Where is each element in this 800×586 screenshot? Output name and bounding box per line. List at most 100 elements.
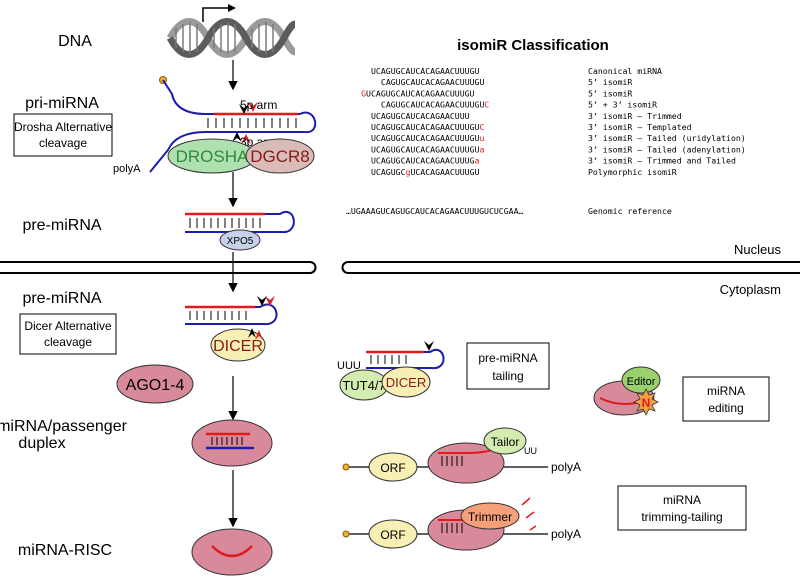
n-label: N [642,396,651,410]
transcription-start-icon [202,7,230,22]
polyA-trimmer-label: polyA [551,527,581,541]
isomir-row-6-sequence: UCAGUGCAUCACAGAACUUUGUC [371,122,484,132]
dgcr8-protein: DGCR8 [245,138,315,174]
isomir-table: UCAGUGCAUCACAGAACUUUGU Canonical miRNA CAG… [361,66,746,177]
isomir-row-1-label: Canonical miRNA [588,66,662,76]
isomir-row-4-mid: CAGUGCAUCACAGAACUUUGU [381,100,485,110]
isomir-row-6-mid: UCAGUGCAUCACAGAACUUUGU [371,122,480,132]
tut-protein: TUT4/7 [339,369,389,401]
stage-label-pre-mirna-cytoplasm: pre-miRNA [22,290,101,307]
xpo5-label: XPO5 [227,236,254,247]
drosha-protein: DROSHA [167,138,257,174]
isomir-row-10-sequence: UCAGUGCgUCACAGAACUUUGU [371,167,480,177]
ago-protein: AGO1-4 [116,364,194,404]
cap-icon [342,530,350,538]
isomir-row-3-mid: UCAGUGCAUCACAGAACUUUGU [366,88,475,98]
dicer-box-line1: Dicer Alternative [24,319,112,333]
isomir-row-3-pre: G [361,88,366,98]
isomir-row-7-suf: u [479,133,484,143]
stage-label-duplex-line1: miRNA/passenger [0,418,128,435]
stage-label-mirna-risc: miRNA-RISC [18,542,112,559]
isomir-row-7-sequence: UCAGUGCAUCACAGAACUUUGUu [371,133,484,143]
dicer2-protein: DICER [381,366,431,398]
tailing-box-line2: tailing [492,369,523,383]
isomir-row-2-label: 5’ isomiR [588,77,632,87]
editor-label: Editor [627,376,656,388]
isomir-row-1-sequence: UCAGUGCAUCACAGAACUUUGU [371,66,480,76]
tailor-label: Tailor [491,435,520,449]
isomir-row-9-mid: UCAGUGCAUCACAGAACUUUG [371,156,475,166]
isomir-row-7-mid: UCAGUGCAUCACAGAACUUUGU [371,133,480,143]
trimming-box-line1: miRNA [663,493,701,507]
arm-5p-label: 5p arm [240,98,277,112]
isomir-row-8-mid: UCAGUGCAUCACAGAACUUUGU [371,144,480,154]
isomir-row-5-sequence: UCAGUGCAUCACAGAACUUU [371,111,470,121]
mirna-trimming-tailing-box: miRNA trimming-tailing [617,485,747,531]
dicer-label: DICER [213,338,263,355]
uu-label: UU [524,446,537,456]
isomir-row-4-sequence: CAGUGCAUCACAGAACUUUGUC [381,100,490,110]
edited-nucleotide-star-icon [633,388,659,416]
isomir-row-4-suf: C [484,100,489,110]
isomir-row-6-label: 3’ isomiR – Templated [588,122,692,132]
polyA-pri-label: polyA [113,163,141,175]
isomir-row-10-ins: g [406,167,411,177]
genomic-reference-label: Genomic reference [588,206,672,216]
mirna-editing-schematic: Editor N [593,366,661,416]
dicer-box-line2: cleavage [44,335,92,349]
isomir-row-2-sequence: CAGUGCAUCACAGAACUUUGU [381,77,485,87]
pre-mirna-tailing-box: pre-miRNA tailing [466,342,550,390]
polyA-tailor-label: polyA [551,460,581,474]
ago-label: AGO1-4 [126,377,185,394]
isomir-row-8-sequence: UCAGUGCAUCACAGAACUUUGUa [371,144,484,154]
cap-icon [342,463,350,471]
transcription-start-arrowhead-icon [228,4,236,12]
isomir-title: isomiR Classification [457,37,609,54]
stage-label-duplex-line2: duplex [18,435,65,452]
dicer-alternative-cleavage-box: Dicer Alternative cleavage [19,313,117,355]
drosha-alternative-cleavage-box: Drosha Alternative cleavage [13,113,113,157]
pre-mirna-nucleus-hairpin [185,211,295,234]
isomir-row-1-mid: UCAGUGCAUCACAGAACUUUGU [371,66,480,76]
pri-mirna-hairpin [149,76,317,173]
isomir-row-7-label: 3’ isomiR – Tailed (uridylation) [588,133,746,143]
nuclear-membrane [0,261,800,274]
stage-label-pre-mirna-nucleus: pre-miRNA [22,217,101,234]
isomir-row-8-label: 3’ isomiR – Tailed (adenylation) [588,144,746,154]
mirna-risc-complex [191,528,273,576]
isomir-row-10-label: Polymorphic isomiR [588,167,677,177]
isomir-row-5-label: 3’ isomiR – Trimmed [588,111,682,121]
isomir-row-4-label: 5’ + 3’ isomiR [588,100,657,110]
isomir-row-6-suf: C [479,122,484,132]
mirna-editing-box: miRNA editing [682,376,770,422]
isomir-row-10-post: UCACAGAACUUUGU [410,167,479,177]
isomir-row-9-sequence: UCAGUGCAUCACAGAACUUUGa [371,156,480,166]
trimming-box-line2: trimming-tailing [641,510,722,524]
tut-label: TUT4/7 [342,378,385,393]
isomir-row-3-label: 5’ isomiR [588,88,632,98]
dgcr8-label: DGCR8 [250,147,310,166]
drosha-label: DROSHA [176,147,249,166]
uuu-label: UUU [337,360,361,372]
isomir-row-9-suf: a [475,156,480,166]
nucleus-label: Nucleus [734,242,781,257]
trimmer-mrna-schematic: ORF Trimmer polyA [342,497,581,551]
pre-mirna-cytoplasm-hairpin [185,296,278,326]
orf1-label: ORF [380,461,405,475]
orf2-label: ORF [380,528,405,542]
drosha-box-line1: Drosha Alternative [14,120,112,134]
duplex-ago-complex [191,419,273,467]
tailing-box-line1: pre-miRNA [478,351,537,365]
isomir-row-9-label: 3’ isomiR – Trimmed and Tailed [588,156,736,166]
drosha-box-line2: cleavage [39,136,87,150]
pre-mirna-tailing-schematic: UUU [337,341,445,372]
isomir-row-10-mid: UCAGUGC [371,167,406,177]
dna-helix-icon [166,18,296,58]
editing-box-line1: miRNA [707,384,745,398]
stage-label-pri-mirna: pri-miRNA [25,95,99,112]
isomir-row-5-mid: UCAGUGCAUCACAGAACUUU [371,111,470,121]
xpo5-protein: XPO5 [219,229,261,251]
trimmer-label: Trimmer [468,510,512,524]
isomir-row-2-mid: CAGUGCAUCACAGAACUUUGU [381,77,485,87]
dicer2-label: DICER [386,375,426,390]
